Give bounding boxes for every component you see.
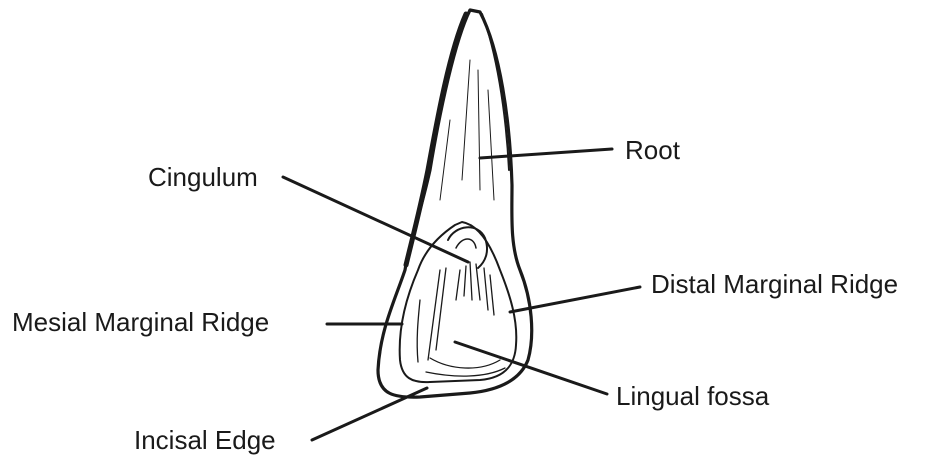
lingual-fossa-label: Lingual fossa: [616, 381, 769, 411]
cingulum-label: Cingulum: [148, 162, 258, 192]
root-label: Root: [625, 135, 680, 165]
cingulum-leader-line: [283, 177, 468, 262]
mesial-marginal-ridge-label: Mesial Marginal Ridge: [12, 307, 269, 337]
root-leader-line: [480, 149, 612, 158]
fossa-hatching: [417, 262, 505, 376]
root-outline: [378, 10, 532, 397]
distal-marginal-ridge-label: Distal Marginal Ridge: [651, 269, 898, 299]
leader-lines: [283, 149, 640, 440]
incisal-edge-label: Incisal Edge: [134, 425, 276, 455]
incisal-edge-leader-line: [312, 388, 427, 440]
tooth-outline: [378, 10, 532, 397]
